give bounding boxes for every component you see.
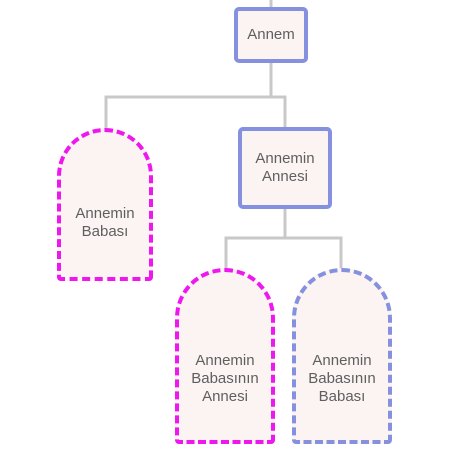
node-annemin-babasi-label: Annemin Babası [75,204,135,240]
node-annem-label: Annem [247,26,295,43]
node-annemin-babasinin-annesi-label: Annemin Babasının Annesi [191,352,259,405]
node-annemin-babasi: Annemin Babası [57,128,153,281]
node-annemin-annesi: Annemin Annesi [238,127,332,209]
node-annemin-babasinin-annesi: Annemin Babasının Annesi [175,268,275,444]
node-annem: Annem [234,7,308,63]
node-annemin-babasinin-babasi-label: Annemin Babasının Babası [308,352,376,405]
node-annemin-babasinin-babasi: Annemin Babasının Babası [292,268,392,444]
node-annemin-annesi-label: Annemin Annesi [255,150,315,185]
